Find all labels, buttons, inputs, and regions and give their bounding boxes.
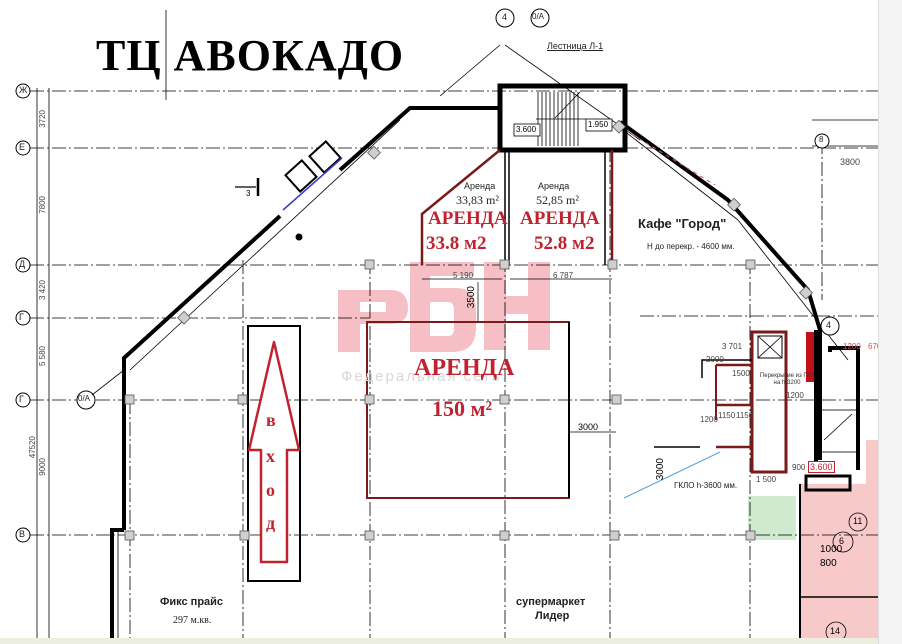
dim-1200c: 1200 (843, 342, 861, 351)
axis-col-4: 4 (502, 12, 508, 22)
unit-52-label: АРЕНДА (520, 208, 600, 229)
store-fix-price-area: 297 м.кв. (173, 615, 212, 626)
green-zone (748, 496, 796, 540)
axis-row-d: Д (19, 259, 26, 269)
entrance-letter-2: х (266, 446, 275, 466)
axis-row-zh: Ж (19, 85, 28, 95)
cafe-note: Н до перекр. - 4600 мм. (647, 242, 735, 251)
unit-150-label: АРЕНДА (414, 355, 515, 381)
room-number-14: 14 (830, 626, 841, 636)
entrance-letter-1: в (266, 410, 276, 430)
unit-52-small-label: Аренда (538, 181, 570, 191)
elevator-shafts (282, 140, 343, 241)
axis-row-g: Г (19, 394, 24, 404)
section-mark-label: 3 (246, 189, 251, 198)
dim-47520: 47520 (28, 436, 37, 459)
watermark-subtitle: Федеральная сеть (341, 368, 502, 385)
stair-mark-left: 3.600 (516, 125, 537, 134)
dim-3701: 3 701 (722, 342, 743, 351)
dim-1500: 1500 (732, 369, 750, 378)
unit-33-small-area: 33,83 m² (456, 193, 499, 207)
dim-670: 670 (868, 342, 882, 351)
service-rooms (654, 330, 878, 644)
level-mark-3600: 3.600 (808, 461, 835, 473)
axis-col-8: 8 (819, 135, 824, 144)
axis-col-0a: 0/A (532, 12, 545, 21)
unit-52-dim: 6 787 (553, 271, 574, 280)
room-number-11: 11 (853, 516, 863, 526)
store-lider-line1: супермаркет (516, 596, 586, 608)
page-title: ТЦ АВОКАДО (96, 31, 405, 80)
unit-52-area: 52.8 м2 (534, 233, 595, 254)
axis-row-g1: Г (19, 312, 24, 322)
page-edge-strip (878, 0, 902, 644)
dim-3000-vert: 3000 (655, 458, 666, 481)
entrance-letter-3: о (266, 480, 275, 500)
unit-52-small-area: 52,85 m² (536, 193, 579, 207)
unit-33-area: 33.8 м2 (426, 233, 487, 254)
stair-mark-right: 1.950 (588, 120, 609, 129)
dim-3800: 3800 (840, 157, 861, 167)
left-dimension-chain (36, 88, 50, 644)
unit-150-dim-top: 3500 (466, 286, 477, 309)
dim-1200a: 1200 (700, 415, 718, 424)
unit-33-small-label: Аренда (464, 181, 496, 191)
dim-1000: 1000 (820, 544, 843, 555)
dim-3720: 3720 (38, 110, 47, 128)
axis-col-4-right: 4 (826, 320, 832, 330)
dim-1150b: 1150 (736, 411, 754, 420)
dim-3420: 3 420 (38, 280, 47, 301)
cafe-name: Кафе "Город" (638, 216, 727, 231)
dim-2000: 2000 (706, 355, 724, 364)
dim-1150a: 1150 (718, 411, 736, 420)
columns (124, 119, 813, 541)
ceiling-note: Перекрытие из ГКЛ на h-3200 (759, 373, 815, 386)
pink-zone (800, 484, 878, 644)
dim-900: 900 (792, 463, 806, 472)
room-number-6: 6 (839, 536, 845, 546)
bottom-edge-strip (0, 638, 878, 644)
entrance-corridor (247, 325, 301, 582)
grid-lines (30, 10, 878, 644)
axis-row-e: Е (19, 142, 26, 152)
dim-7800: 7800 (38, 196, 47, 214)
dim-5580: 5 580 (38, 346, 47, 367)
section-mark-3 (235, 178, 260, 196)
axis-bubbles (15, 8, 840, 543)
store-lider-line2: Лидер (535, 610, 570, 622)
axis-col-0a-left: 0/A (78, 394, 91, 403)
unit-33-label: АРЕНДА (428, 208, 508, 229)
axis-row-v: В (19, 529, 26, 539)
unit-150-dim-right: 3000 (578, 422, 599, 432)
store-fix-price-name: Фикс прайс (160, 596, 224, 608)
dim-9000: 9000 (38, 458, 47, 476)
dim-1500b: 1 500 (756, 475, 777, 484)
stair-label: Лестница Л-1 (547, 41, 604, 51)
watermark-logo (338, 262, 550, 352)
unit-partitions (420, 149, 614, 265)
gklo-note: ГКЛО h-3600 мм. (674, 481, 738, 490)
unit-33-dim: 5 190 (453, 271, 474, 280)
dim-800: 800 (820, 558, 837, 569)
dim-1200b: 1200 (786, 391, 804, 400)
entrance-arrow (247, 340, 301, 564)
unit-150-area: 150 м² (432, 396, 493, 421)
entrance-letter-4: д (266, 513, 276, 533)
stair-block (497, 83, 628, 153)
